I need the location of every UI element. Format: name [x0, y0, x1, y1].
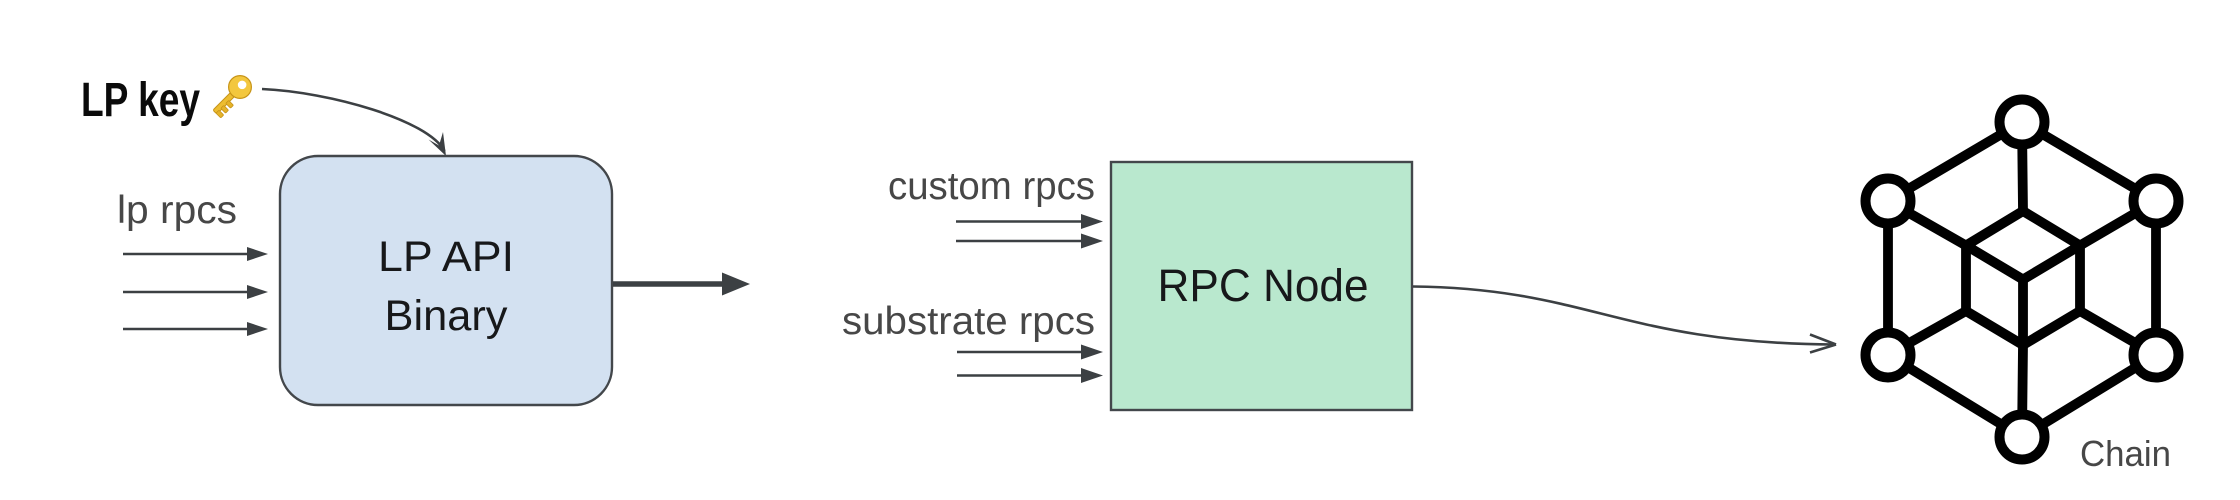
svg-text:LP API: LP API	[378, 233, 514, 281]
svg-text:Binary: Binary	[385, 292, 508, 340]
svg-text:RPC Node: RPC Node	[1158, 260, 1369, 311]
svg-text:lp rpcs: lp rpcs	[117, 189, 237, 232]
svg-text:substrate rpcs: substrate rpcs	[842, 300, 1095, 343]
svg-text:custom rpcs: custom rpcs	[888, 165, 1095, 208]
svg-text:LP key: LP key	[81, 74, 200, 127]
svg-text:Chain: Chain	[2080, 433, 2171, 474]
